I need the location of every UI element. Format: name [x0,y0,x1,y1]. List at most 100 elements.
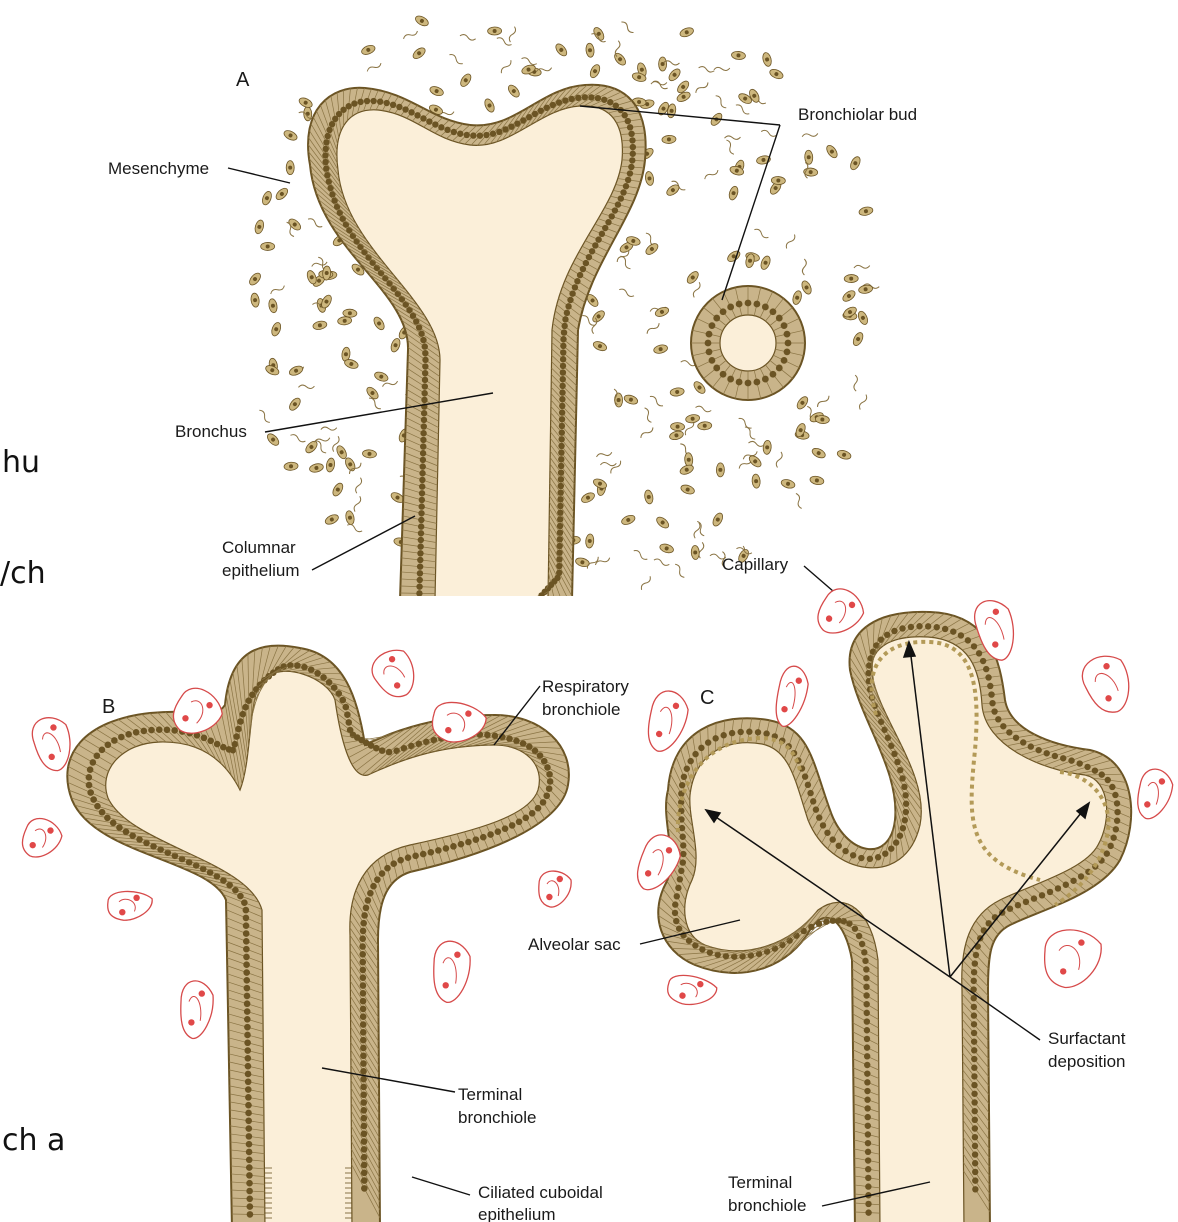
cell-nucleus [971,1091,977,1097]
cell-nucleus [745,300,752,307]
cell-nucleus [709,357,716,364]
cell-nucleus [698,745,704,751]
cell-nucleus [680,842,686,848]
cell-nucleus [972,1143,978,1149]
cell-nucleus [420,463,426,469]
cell-nucleus [762,304,769,311]
cell-nucleus [360,982,367,989]
cell-nucleus [629,157,635,163]
mesenchyme-fiber [508,26,516,42]
cell-nucleus [360,1021,367,1028]
mesenchyme-fiber [735,103,751,115]
cell-nucleus [863,1001,869,1007]
mesenchyme-cell [655,515,671,530]
cell-nucleus [971,1030,977,1036]
mesenchyme-fiber [640,575,652,591]
capillary [1045,930,1102,988]
cell-nucleus [323,139,329,145]
cell-nucleus [615,201,621,207]
cell-nucleus [360,1060,367,1067]
cell-nucleus [557,523,563,529]
mesenchyme-fiber [521,57,537,66]
cell-nucleus [972,1117,978,1123]
cell-nucleus [672,910,678,916]
cell-nucleus [754,379,761,386]
mesenchyme-fiber [448,53,464,65]
cell-nucleus [705,739,711,745]
cell-nucleus [560,336,566,342]
cell-nucleus [864,1097,870,1103]
mesenchyme-fiber [290,433,306,443]
cell-nucleus [1006,729,1012,735]
cell-nucleus [557,543,563,549]
cell-nucleus [1092,767,1098,773]
cell-nucleus [416,590,422,596]
cell-nucleus [824,830,830,836]
cell-nucleus [1077,760,1083,766]
mesenchyme-cell [791,290,803,306]
cell-nucleus [308,666,315,673]
cell-nucleus [830,836,836,842]
cell-nucleus [995,716,1001,722]
mesenchyme-cell [670,422,684,431]
cell-nucleus [558,469,564,475]
cell-nucleus [989,700,995,706]
cell-nucleus [369,259,375,265]
cell-nucleus [588,94,594,100]
cell-nucleus [707,949,713,955]
cell-nucleus [360,1045,367,1052]
mesenchyme-fiber [695,521,706,537]
cell-nucleus [864,1079,870,1085]
cell-nucleus [361,1138,368,1145]
cell-nucleus [1063,882,1069,888]
cell-nucleus [859,941,865,947]
cell-nucleus [393,748,400,755]
mesenchyme-cell [264,364,280,377]
cell-nucleus [1060,755,1066,761]
cell-nucleus [903,809,909,815]
cell-nucleus [558,449,564,455]
cell-nucleus [762,376,769,383]
cell-nucleus [419,483,425,489]
cell-nucleus [99,809,106,816]
mesenchyme-fiber [258,409,271,424]
mesenchyme-cell [614,393,622,407]
mesenchyme-cell [809,475,824,486]
label-bronchus: Bronchus [175,422,247,441]
mesenchyme-cell [254,219,265,235]
cell-nucleus [417,543,423,549]
mesenchyme-cell [685,414,700,424]
mesenchyme-cell [414,14,430,28]
label-terminal-b-line2: bronchiole [458,1108,536,1127]
cell-nucleus [245,1117,252,1124]
cell-nucleus [1113,826,1119,832]
cell-nucleus [865,1209,871,1215]
mesenchyme-cell [858,284,873,294]
mesenchyme-cell [752,474,761,489]
mesenchyme-cell [506,83,521,99]
label-capillary: Capillary [722,555,789,574]
cell-nucleus [495,828,502,835]
mesenchyme-cell [325,457,335,472]
cell-nucleus [745,380,752,387]
cell-nucleus [558,456,564,462]
cell-nucleus [402,106,408,112]
cell-nucleus [418,530,424,536]
cell-nucleus [422,383,428,389]
cell-nucleus [629,137,635,143]
cell-nucleus [370,98,376,104]
cell-nucleus [360,1068,367,1075]
mesenchyme-cell [728,185,740,201]
cell-nucleus [397,857,404,864]
cell-nucleus [865,1131,871,1137]
mesenchyme-cell [851,331,865,347]
cell-nucleus [908,624,914,630]
label-columnar-line1: Columnar [222,538,296,557]
cell-nucleus [627,170,633,176]
mesenchyme-fiber [748,441,764,447]
capillary [539,871,571,907]
cell-nucleus [422,350,428,356]
cell-nucleus [971,1099,977,1105]
cell-nucleus [684,766,690,772]
label-terminal-c-line1: Terminal [728,1173,792,1192]
